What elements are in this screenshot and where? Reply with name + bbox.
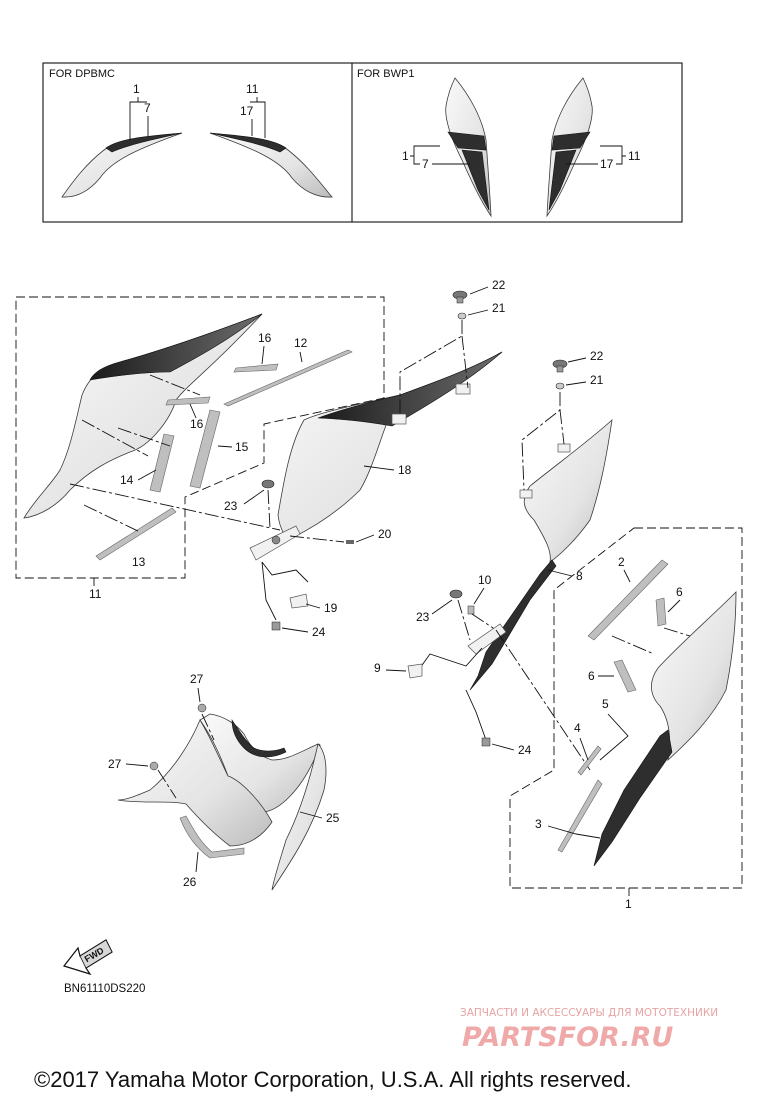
callout-14: 14 (120, 473, 134, 487)
clip-19 (289, 593, 309, 609)
screw-24a (271, 621, 281, 631)
callout-bwp1-7: 7 (422, 157, 429, 171)
group-1: 2 6 6 3 4 5 1 (509, 527, 743, 911)
washer-21a (457, 312, 467, 320)
inner-panel-18 (277, 351, 503, 539)
part-16-pad-b (165, 396, 211, 406)
callout-9: 9 (374, 661, 381, 675)
part-12-strip (223, 349, 353, 407)
bwp1-right-panel (546, 77, 593, 218)
callout-2: 2 (618, 555, 625, 569)
copyright-text: ©2017 Yamaha Motor Corporation, U.S.A. A… (34, 1067, 631, 1092)
callout-27b: 27 (108, 757, 122, 771)
callout-10: 10 (478, 573, 492, 587)
callout-19: 19 (324, 601, 338, 615)
clip-27a (197, 703, 207, 713)
clip-27b (149, 761, 159, 771)
lower-panel-25 (117, 713, 327, 891)
callout-16a: 16 (258, 331, 272, 345)
fastener-22b (552, 359, 568, 373)
part-13-strip (95, 507, 177, 561)
callout-27a: 27 (190, 672, 204, 686)
side-cowling-right (593, 591, 737, 867)
side-cowling-left (23, 313, 263, 519)
callout-20: 20 (378, 527, 392, 541)
clip-9 (407, 663, 423, 679)
callout-3: 3 (535, 817, 542, 831)
callout-15: 15 (235, 440, 249, 454)
dpbmc-right-panel (209, 132, 333, 198)
part-6-pad-b (613, 659, 637, 693)
callout-22a: 22 (492, 278, 506, 292)
washer-21b (555, 382, 565, 390)
callout-dpbmc-17: 17 (240, 104, 254, 118)
bwp1-left-panel (445, 77, 492, 218)
group-11: 12 16 16 15 14 13 11 (15, 296, 385, 601)
callout-6b: 6 (588, 669, 595, 683)
fastener-22a (452, 290, 468, 304)
callout-dpbmc-7: 7 (144, 101, 151, 115)
callout-5: 5 (602, 697, 609, 711)
callout-8: 8 (576, 569, 583, 583)
bracket-8 (469, 418, 613, 691)
callout-4: 4 (574, 721, 581, 735)
callout-bwp1-17: 17 (600, 157, 614, 171)
callout-bwp1-1: 1 (402, 149, 409, 163)
callout-24b: 24 (518, 743, 532, 757)
watermark-line1: ЗАПЧАСТИ И АКСЕССУАРЫ ДЛЯ МОТОТЕХНИКИ (460, 1007, 718, 1019)
part-15-strip (189, 409, 221, 489)
callout-21a: 21 (492, 301, 506, 315)
variant-box: FOR DPBMC FOR BWP1 1 7 11 17 1 7 (42, 62, 683, 223)
part-3-strip (557, 779, 603, 853)
diagram-code: BN61110DS220 (64, 983, 145, 995)
callout-23a: 23 (224, 499, 238, 513)
callout-26: 26 (183, 875, 197, 889)
callout-11: 11 (89, 587, 102, 601)
part-6-pad-a (655, 597, 667, 627)
callout-6a: 6 (676, 585, 683, 599)
callout-dpbmc-11: 11 (246, 82, 259, 96)
callout-25: 25 (326, 811, 340, 825)
callout-16b: 16 (190, 417, 204, 431)
callout-13: 13 (132, 555, 146, 569)
callout-21b: 21 (590, 373, 604, 387)
variant-label-dpbmc: FOR DPBMC (49, 68, 115, 80)
grommet-23a (261, 479, 275, 489)
callout-12: 12 (294, 336, 308, 350)
variant-label-bwp1: FOR BWP1 (357, 68, 414, 80)
callout-1: 1 (625, 897, 632, 911)
nut-10 (467, 605, 475, 615)
bracket-assembly-center (249, 525, 301, 561)
callout-18: 18 (398, 463, 412, 477)
callout-22b: 22 (590, 349, 604, 363)
screw-24b (481, 737, 491, 747)
fwd-arrow-icon: FWD (62, 939, 113, 976)
callout-23b: 23 (416, 610, 430, 624)
grommet-23b (449, 589, 463, 599)
callout-dpbmc-1: 1 (133, 82, 140, 96)
callout-24a: 24 (312, 625, 326, 639)
part-2-strip (587, 559, 669, 641)
screw-20 (346, 540, 354, 544)
part-16-pad-a (233, 363, 279, 373)
part-14-strip (149, 433, 175, 493)
dpbmc-left-panel (61, 132, 183, 198)
watermark-logo: PARTSFOR.RU (462, 1022, 673, 1053)
part-4-strip (577, 745, 602, 776)
rubber-26 (179, 815, 245, 859)
callout-bwp1-11: 11 (628, 149, 641, 163)
